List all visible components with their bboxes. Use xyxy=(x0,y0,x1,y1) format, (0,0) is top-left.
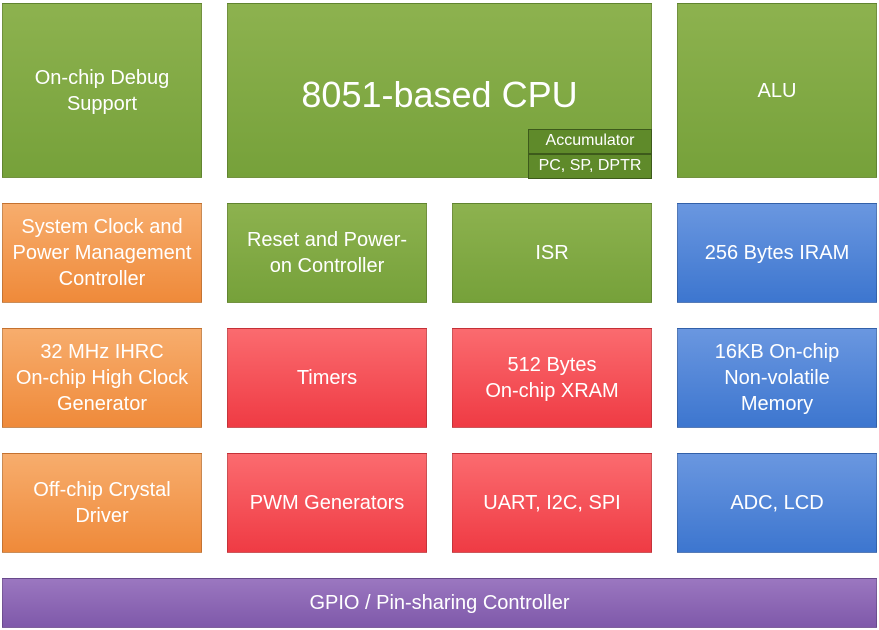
pointer-registers: PC, SP, DPTR xyxy=(528,154,652,179)
gpio-label: GPIO / Pin-sharing Controller xyxy=(309,592,570,614)
clock-power-label: System Clock and Power Management Contro… xyxy=(12,216,192,290)
crystal-driver-block: Off-chip Crystal Driver xyxy=(2,453,202,553)
pwm-label: PWM Generators xyxy=(249,492,405,514)
adc-lcd-block: ADC, LCD xyxy=(677,453,877,553)
cpu-label: 8051-based CPU xyxy=(301,74,578,115)
iram-block: 256 Bytes IRAM xyxy=(677,203,877,303)
cpu-block: 8051-based CPU Accumulator PC, SP, DPTR xyxy=(227,3,652,179)
accumulator-register: Accumulator xyxy=(528,129,652,154)
nvm-block: 16KB On-chip Non-volatile Memory xyxy=(677,328,877,428)
alu-label: ALU xyxy=(757,79,797,102)
debug-support-block: On-chip Debug Support xyxy=(2,3,202,178)
xram-block: 512 Bytes On-chip XRAM xyxy=(452,328,652,428)
gpio-block: GPIO / Pin-sharing Controller xyxy=(2,578,877,628)
nvm-label: 16KB On-chip Non-volatile Memory xyxy=(714,341,840,415)
timers-label: Timers xyxy=(296,367,358,389)
ihrc-label: 32 MHz IHRC On-chip High Clock Generator xyxy=(15,341,189,415)
reset-block: Reset and Power- on Controller xyxy=(227,203,427,303)
crystal-driver-label: Off-chip Crystal Driver xyxy=(33,479,171,527)
accumulator-label: Accumulator xyxy=(545,132,635,150)
isr-label: ISR xyxy=(535,242,569,264)
xram-label: 512 Bytes On-chip XRAM xyxy=(485,354,619,402)
pointer-registers-label: PC, SP, DPTR xyxy=(538,157,642,175)
pwm-block: PWM Generators xyxy=(227,453,427,553)
serial-block: UART, I2C, SPI xyxy=(452,453,652,553)
reset-label: Reset and Power- on Controller xyxy=(246,229,408,277)
timers-block: Timers xyxy=(227,328,427,428)
iram-label: 256 Bytes IRAM xyxy=(704,242,850,264)
adc-lcd-label: ADC, LCD xyxy=(730,492,824,514)
debug-support-label: On-chip Debug Support xyxy=(34,66,170,115)
clock-power-block: System Clock and Power Management Contro… xyxy=(2,203,202,303)
ihrc-block: 32 MHz IHRC On-chip High Clock Generator xyxy=(2,328,202,428)
serial-label: UART, I2C, SPI xyxy=(483,492,621,514)
isr-block: ISR xyxy=(452,203,652,303)
alu-block: ALU xyxy=(677,3,877,178)
